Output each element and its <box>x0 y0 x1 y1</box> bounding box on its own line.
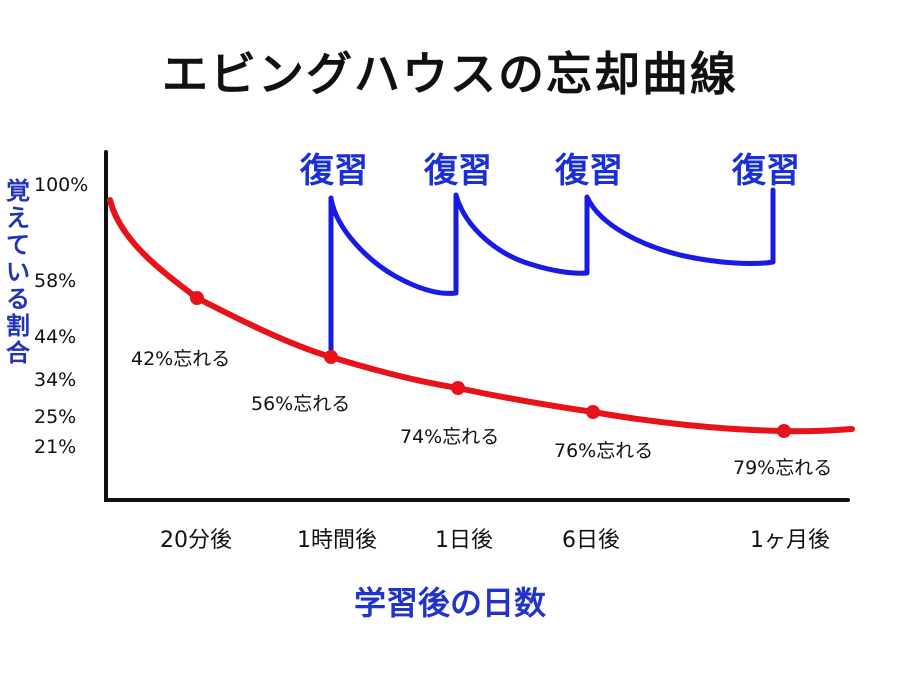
y-tick-21: 21% <box>34 436 77 458</box>
y-tick-25: 25% <box>34 406 77 428</box>
y-tick-34: 34% <box>34 369 77 391</box>
forget-label-20min: 42%忘れる <box>131 348 231 370</box>
x-tick-1hour: 1時間後 <box>297 528 377 553</box>
y-tick-58: 58% <box>34 270 77 292</box>
chart-title: エビングハウスの忘却曲線 <box>162 47 738 101</box>
y-axis-label: 覚えている割合 <box>6 177 30 367</box>
review-label-2: 復習 <box>424 151 492 191</box>
axes <box>104 150 850 502</box>
forget-label-1hour: 56%忘れる <box>251 393 351 415</box>
forget-label-6days: 76%忘れる <box>554 440 654 462</box>
data-point-6days <box>586 405 600 419</box>
forget-label-1month: 79%忘れる <box>733 457 833 479</box>
x-tick-1month: 1ヶ月後 <box>750 528 830 553</box>
x-axis-label: 学習後の日数 <box>353 584 546 622</box>
review-label-1: 復習 <box>300 151 368 191</box>
x-tick-1day: 1日後 <box>435 528 493 553</box>
x-tick-20min: 20分後 <box>160 528 232 553</box>
review-label-4: 復習 <box>732 151 800 191</box>
data-point-20min <box>190 291 204 305</box>
x-tick-6days: 6日後 <box>562 528 620 553</box>
y-tick-44: 44% <box>34 326 77 348</box>
review-label-3: 復習 <box>555 151 623 191</box>
review-curve <box>328 187 776 353</box>
data-point-1day <box>451 381 465 395</box>
data-point-1hour <box>324 350 338 364</box>
forget-label-1day: 74%忘れる <box>400 426 500 448</box>
y-tick-100: 100% <box>34 174 89 196</box>
data-point-1month <box>777 424 791 438</box>
